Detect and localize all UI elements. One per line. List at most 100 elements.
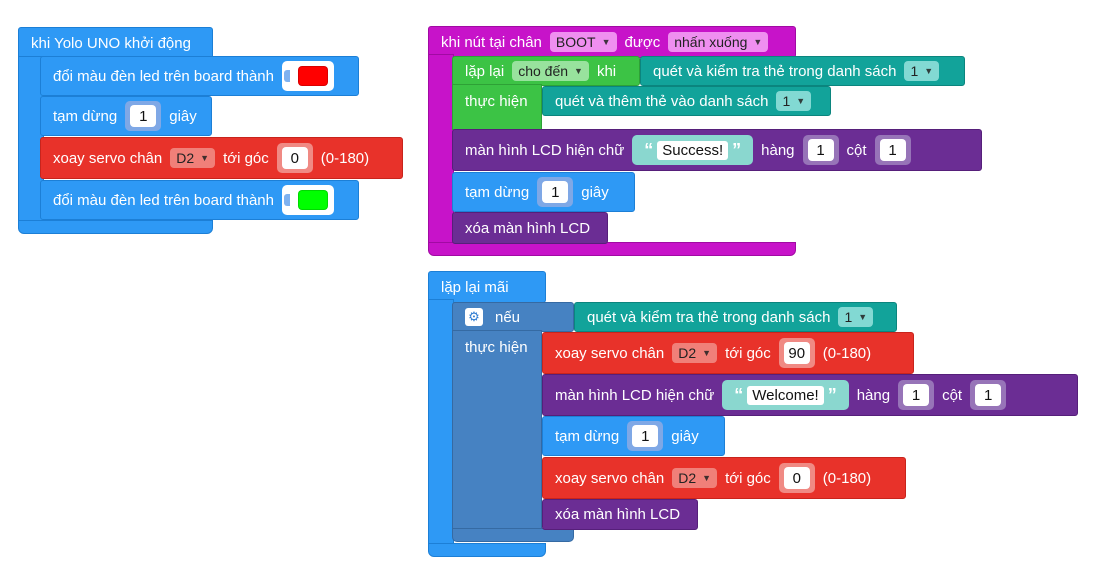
setup-servo-block[interactable]: xoay servo chân D2 ▼ tới góc 0 (0-180)	[40, 137, 403, 179]
forever-servo-pin-dropdown-1[interactable]: D2 ▼	[672, 343, 718, 363]
setup-led-label-1: đổi màu đèn led trên board thành	[53, 67, 274, 85]
forever-wait-block[interactable]: tạm dừng 1 giây	[542, 416, 725, 456]
forever-servo-range-1: (0-180)	[822, 344, 872, 362]
forever-if-footer	[452, 528, 574, 542]
boot-lcd-text-input[interactable]: “ Success! ”	[632, 135, 754, 165]
setup-hat-footer	[18, 220, 213, 234]
forever-servo-pin-dropdown-2[interactable]: D2 ▼	[672, 468, 718, 488]
forever-scan-check-list-value: 1	[844, 309, 853, 325]
setup-hat-block[interactable]: khi Yolo UNO khởi động	[18, 27, 213, 60]
forever-row-input[interactable]: 1	[898, 380, 935, 410]
boot-hat-block[interactable]: khi nút tại chân BOOT ▼ được nhấn xuống …	[428, 26, 796, 58]
forever-servo-block-2[interactable]: xoay servo chân D2 ▼ tới góc 0 (0-180)	[542, 457, 906, 499]
led-color-swatch-red[interactable]	[298, 66, 328, 86]
setup-servo-label: xoay servo chân	[53, 149, 163, 167]
dropdown-arrow-icon: ▼	[924, 66, 934, 76]
setup-wait-block[interactable]: tạm dừng 1 giây	[40, 96, 212, 136]
boot-wait-block[interactable]: tạm dừng 1 giây	[452, 172, 635, 212]
forever-lcd-clear-block[interactable]: xóa màn hình LCD	[542, 499, 698, 530]
boot-repeat-mode-dropdown[interactable]: cho đến ▼	[512, 61, 589, 81]
setup-wait-value[interactable]: 1	[130, 105, 157, 127]
setup-servo-pin-value: D2	[176, 150, 195, 166]
forever-servo-to-label-1: tới góc	[725, 344, 771, 362]
boot-clear-label: xóa màn hình LCD	[465, 219, 591, 237]
input-notch	[284, 194, 290, 206]
boot-action-dropdown[interactable]: nhấn xuống ▼	[668, 32, 769, 52]
boot-col-label: cột	[846, 141, 867, 159]
forever-scan-check-label: quét và kiểm tra thẻ trong danh sách	[587, 308, 831, 326]
boot-hat-footer	[428, 242, 796, 256]
boot-col-value[interactable]: 1	[879, 139, 906, 161]
boot-repeat-mode-value: cho đến	[518, 63, 569, 79]
forever-wait-unit: giây	[671, 427, 699, 445]
setup-led-green-block[interactable]: đổi màu đèn led trên board thành	[40, 180, 359, 220]
forever-lcd-label: màn hình LCD hiện chữ	[555, 386, 715, 404]
dropdown-arrow-icon: ▼	[796, 96, 806, 106]
forever-wait-input[interactable]: 1	[627, 421, 664, 451]
forever-if-body: thực hiện	[452, 330, 542, 530]
boot-scan-add-block[interactable]: quét và thêm thẻ vào danh sách 1 ▼	[542, 86, 831, 116]
forever-col-value[interactable]: 1	[975, 384, 1002, 406]
forever-scan-check-block[interactable]: quét và kiểm tra thẻ trong danh sách 1 ▼	[574, 302, 897, 332]
forever-servo-label-2: xoay servo chân	[555, 469, 665, 487]
setup-led-label-2: đổi màu đèn led trên board thành	[53, 191, 274, 209]
boot-row-input[interactable]: 1	[802, 135, 839, 165]
boot-action-value: nhấn xuống	[674, 34, 748, 50]
forever-servo-angle-value-2[interactable]: 0	[783, 467, 810, 489]
quote-close-icon: ”	[827, 384, 837, 405]
boot-wait-input[interactable]: 1	[537, 177, 574, 207]
boot-scan-check-list-dropdown[interactable]: 1 ▼	[904, 61, 940, 81]
forever-servo-block-1[interactable]: xoay servo chân D2 ▼ tới góc 90 (0-180)	[542, 332, 914, 374]
boot-scan-check-label: quét và kiểm tra thẻ trong danh sách	[653, 62, 897, 80]
boot-repeat-until-block[interactable]: lặp lại cho đến ▼ khi	[452, 56, 640, 86]
forever-if-block[interactable]: ⚙ nếu	[452, 302, 574, 332]
forever-row-label: hàng	[856, 386, 891, 404]
forever-col-input[interactable]: 1	[970, 380, 1007, 410]
dropdown-arrow-icon: ▼	[702, 348, 712, 358]
forever-servo-angle-input-1[interactable]: 90	[778, 338, 815, 368]
setup-led-red-block[interactable]: đổi màu đèn led trên board thành	[40, 56, 359, 96]
setup-servo-angle-value[interactable]: 0	[281, 147, 308, 169]
boot-lcd-label: màn hình LCD hiện chữ	[465, 141, 625, 159]
boot-row-value[interactable]: 1	[807, 139, 834, 161]
forever-wait-value[interactable]: 1	[632, 425, 659, 447]
boot-scan-add-list-value: 1	[782, 93, 791, 109]
forever-lcd-text-input[interactable]: “ Welcome! ”	[722, 380, 849, 410]
gear-icon[interactable]: ⚙	[465, 308, 483, 326]
forever-servo-range-2: (0-180)	[822, 469, 872, 487]
forever-row-value[interactable]: 1	[903, 384, 930, 406]
led-color-swatch-green[interactable]	[298, 190, 328, 210]
forever-servo-angle-value-1[interactable]: 90	[783, 342, 810, 364]
boot-wait-value[interactable]: 1	[542, 181, 569, 203]
dropdown-arrow-icon: ▼	[702, 473, 712, 483]
forever-servo-to-label-2: tới góc	[725, 469, 771, 487]
boot-pin-dropdown[interactable]: BOOT ▼	[549, 32, 617, 52]
setup-wait-label: tạm dừng	[53, 107, 118, 125]
boot-scan-check-block[interactable]: quét và kiểm tra thẻ trong danh sách 1 ▼	[640, 56, 965, 86]
boot-hat-prefix: khi nút tại chân	[441, 33, 542, 51]
forever-lcd-text-value[interactable]: Welcome!	[747, 385, 824, 405]
setup-servo-angle-input[interactable]: 0	[276, 143, 313, 173]
boot-scan-add-list-dropdown[interactable]: 1 ▼	[776, 91, 812, 111]
boot-lcd-clear-block[interactable]: xóa màn hình LCD	[452, 212, 608, 244]
forever-servo-label-1: xoay servo chân	[555, 344, 665, 362]
forever-servo-angle-input-2[interactable]: 0	[778, 463, 815, 493]
forever-footer	[428, 543, 546, 557]
boot-hat-middle: được	[624, 33, 661, 51]
boot-col-input[interactable]: 1	[874, 135, 911, 165]
boot-lcd-text-value[interactable]: Success!	[657, 140, 729, 160]
boot-scan-check-list-value: 1	[910, 63, 919, 79]
boot-lcd-print-block[interactable]: màn hình LCD hiện chữ “ Success! ” hàng …	[452, 129, 982, 171]
setup-servo-range: (0-180)	[320, 149, 370, 167]
led-color-picker-2[interactable]	[282, 185, 334, 215]
forever-if-label: nếu	[495, 308, 521, 326]
setup-servo-pin-dropdown[interactable]: D2 ▼	[170, 148, 216, 168]
forever-hat-block[interactable]: lặp lại mãi	[428, 271, 546, 303]
setup-wait-input[interactable]: 1	[125, 101, 162, 131]
setup-hat-label: khi Yolo UNO khởi động	[31, 35, 191, 52]
forever-lcd-print-block[interactable]: màn hình LCD hiện chữ “ Welcome! ” hàng …	[542, 374, 1078, 416]
led-color-picker-1[interactable]	[282, 61, 334, 91]
boot-repeat-body-left: thực hiện	[452, 84, 542, 130]
forever-scan-check-list-dropdown[interactable]: 1 ▼	[838, 307, 874, 327]
